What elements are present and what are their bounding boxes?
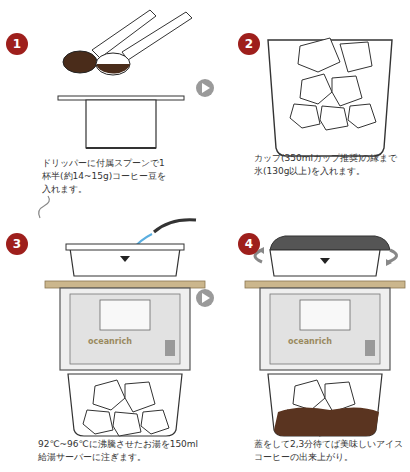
- step-text: ドリッパーに付属スプーンで1杯半(約14~15g)コーヒー豆を入れます。: [42, 158, 166, 194]
- brand-label: oceanrich: [88, 337, 132, 346]
- step-number: 3: [13, 237, 21, 251]
- step-number-circle: 3: [6, 233, 28, 255]
- step-number: 1: [13, 37, 21, 51]
- step-text: 蓋をして2,3分待てば美味しいアイスコーヒーの出来上がり。: [254, 439, 403, 462]
- step-text-box: カップ(350mlカップ推奨)の縁まで氷(130g以上)を入れます。: [254, 152, 404, 178]
- step-number: 4: [245, 237, 253, 251]
- step-number-circle: 4: [238, 233, 260, 255]
- brand-label-box: oceanrich: [88, 337, 148, 346]
- step-number-circle: 2: [238, 33, 260, 55]
- step-text-box: 92℃~96℃に沸騰させたお湯を150ml給湯サーバーに注ぎます。: [38, 438, 206, 464]
- step-text: カップ(350mlカップ推奨)の縁まで氷(130g以上)を入れます。: [254, 153, 397, 176]
- step-number: 2: [245, 37, 253, 51]
- step-text-box: 蓋をして2,3分待てば美味しいアイスコーヒーの出来上がり。: [254, 438, 404, 464]
- brand-label: oceanrich: [288, 337, 332, 346]
- step-number-circle: 1: [6, 33, 28, 55]
- step-text: 92℃~96℃に沸騰させたお湯を150ml給湯サーバーに注ぎます。: [38, 439, 198, 462]
- brand-label-box: oceanrich: [288, 337, 348, 346]
- step-text-box: ドリッパーに付属スプーンで1杯半(約14~15g)コーヒー豆を入れます。: [42, 157, 170, 196]
